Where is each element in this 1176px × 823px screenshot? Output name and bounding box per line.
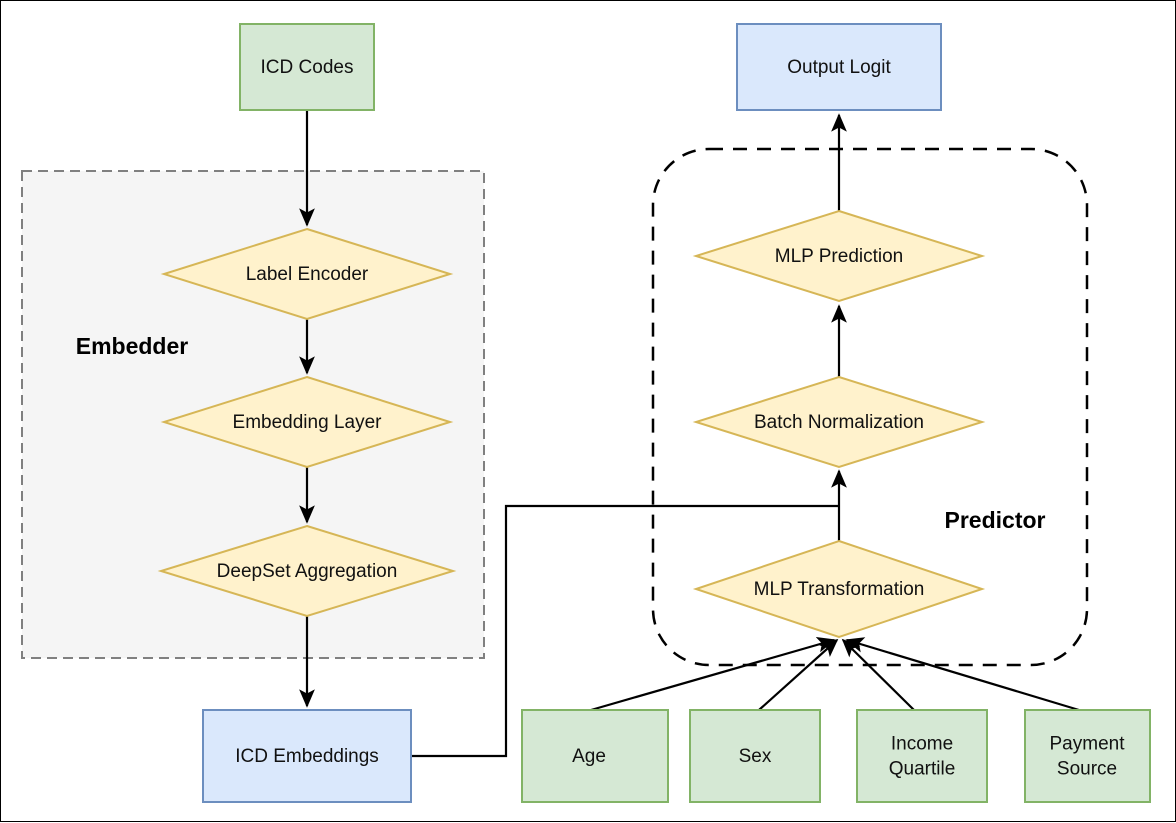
edge-sex-to-mlp-transformation [758, 638, 839, 711]
node-age-label: Age [572, 746, 606, 767]
node-label-encoder-label: Label Encoder [246, 264, 369, 285]
node-icd-embeddings[interactable]: ICD Embeddings [202, 709, 412, 803]
node-icd-codes[interactable]: ICD Codes [239, 23, 375, 111]
node-mlp-prediction-label: MLP Prediction [775, 246, 904, 267]
node-label-encoder[interactable]: Label Encoder [160, 227, 454, 321]
node-sex[interactable]: Sex [689, 709, 821, 803]
edge-icd-embeddings-to-predictor-input [411, 504, 839, 758]
node-deepset-aggregation[interactable]: DeepSet Aggregation [157, 524, 457, 618]
group-label-embedder: Embedder [76, 333, 189, 359]
node-embedding-layer[interactable]: Embedding Layer [160, 375, 454, 469]
node-deepset-aggregation-label: DeepSet Aggregation [217, 561, 398, 582]
edge-age-to-mlp-transformation [590, 637, 836, 712]
node-output-logit[interactable]: Output Logit [736, 23, 942, 111]
node-batch-normalization-label: Batch Normalization [754, 412, 924, 433]
node-icd-embeddings-label: ICD Embeddings [235, 746, 379, 767]
node-mlp-prediction[interactable]: MLP Prediction [692, 209, 986, 303]
node-mlp-transformation-label: MLP Transformation [754, 579, 925, 600]
group-predictor-container [651, 147, 1089, 667]
node-sex-label: Sex [739, 746, 772, 767]
node-output-logit-label: Output Logit [787, 57, 891, 78]
node-mlp-transformation[interactable]: MLP Transformation [692, 539, 986, 639]
node-age[interactable]: Age [521, 709, 669, 803]
edge-payment-source-to-mlp-transformation [845, 637, 1080, 712]
node-icd-codes-label: ICD Codes [261, 57, 354, 78]
node-embedding-layer-label: Embedding Layer [233, 412, 383, 433]
node-batch-normalization[interactable]: Batch Normalization [692, 375, 986, 469]
group-label-predictor: Predictor [945, 507, 1046, 533]
